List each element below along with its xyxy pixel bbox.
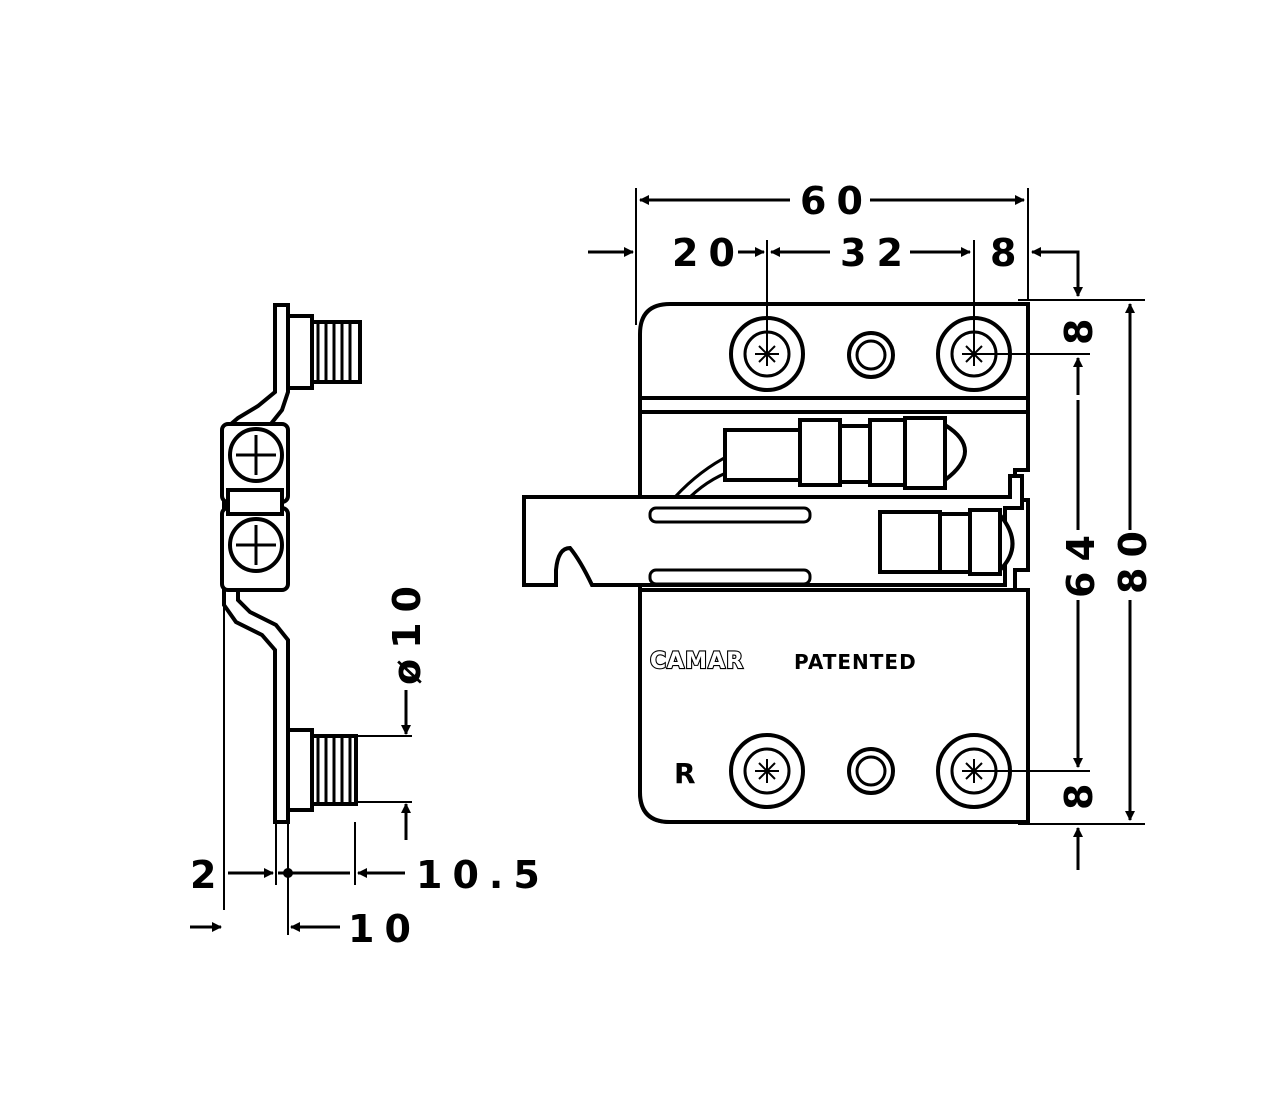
dim-offset-right: 8 (990, 231, 1026, 275)
dim-overall-width: 60 (800, 179, 873, 223)
side-bottom-stud (286, 728, 358, 812)
brand-logo: CAMAR (650, 649, 744, 674)
dim-stud-length: 10.5 (416, 853, 550, 897)
dim-bottom-margin: 8 (1057, 774, 1101, 810)
patented-label: PATENTED (794, 650, 917, 674)
dim-left-offset: 2 (190, 853, 226, 897)
front-bottom-screw-left (729, 733, 805, 809)
dim-depth: 10 (348, 907, 421, 951)
dim-diameter: ø10 (385, 576, 429, 685)
dim-overall-height: 80 (1111, 521, 1155, 594)
side-mark: R (674, 757, 696, 790)
side-top-stud (286, 314, 362, 390)
dim-offset-left: 20 (672, 231, 745, 275)
front-bottom-hole (847, 747, 895, 795)
dim-top-margin: 8 (1057, 309, 1101, 345)
front-top-hole (847, 331, 895, 379)
dim-hole-spacing: 32 (840, 231, 913, 275)
side-screw-lower (220, 506, 290, 592)
side-view: ø10 2 10.5 10 (190, 303, 550, 951)
front-view: CAMAR PATENTED R 60 20 (522, 179, 1155, 870)
side-screw-upper (220, 422, 290, 504)
front-mechanism (522, 396, 1030, 587)
dim-hole-span: 64 (1059, 525, 1103, 598)
